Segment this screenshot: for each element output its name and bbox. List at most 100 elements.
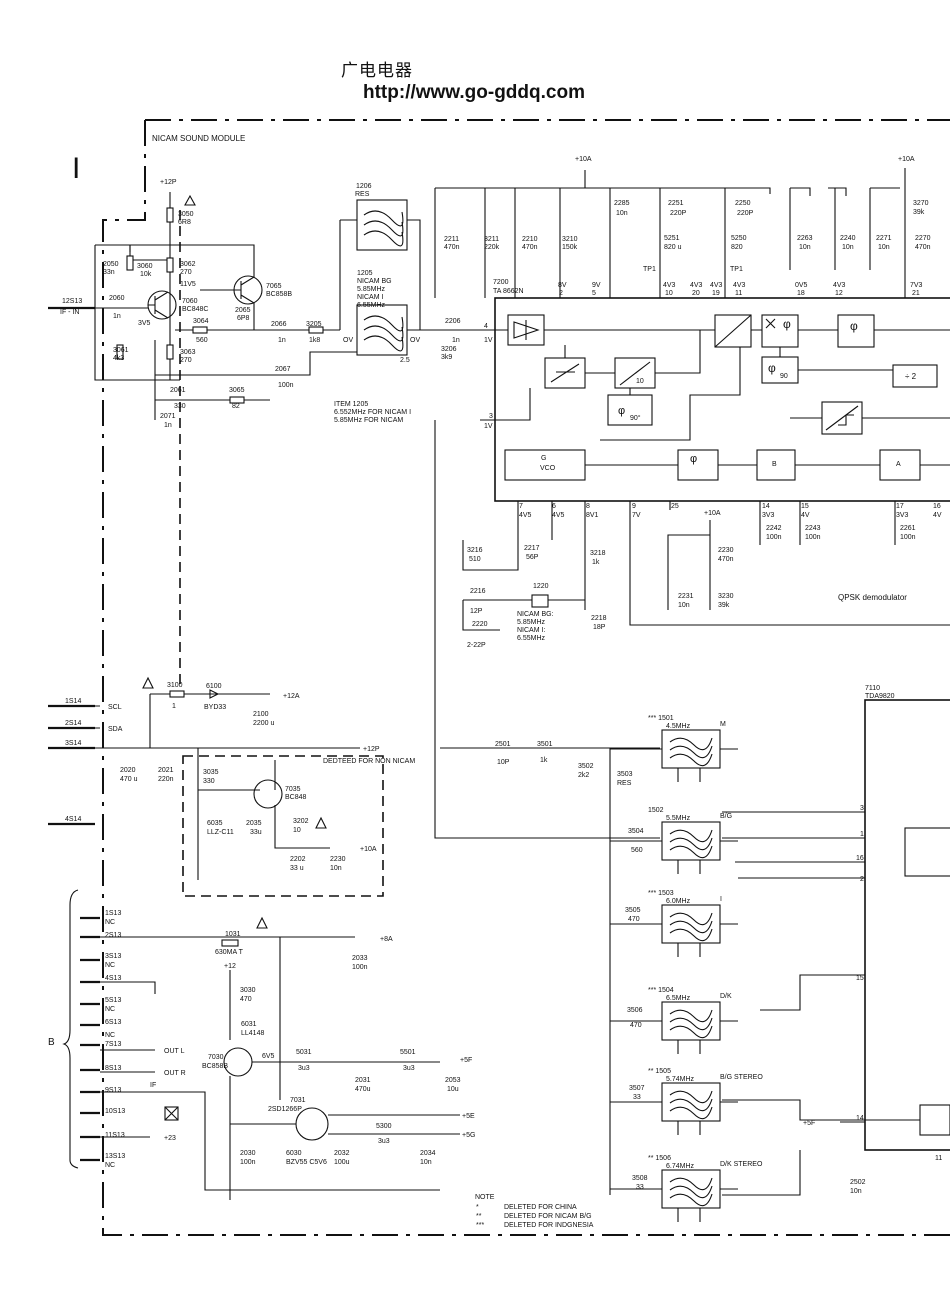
label-12a: +12A bbox=[283, 693, 300, 700]
label-3s14: 3S14 bbox=[65, 740, 81, 747]
ref-3506: 3506 bbox=[627, 1007, 643, 1014]
val-2071: 1n bbox=[164, 422, 172, 429]
label-8a: +8A bbox=[380, 936, 393, 943]
pin-2: 2 bbox=[559, 290, 563, 297]
filter-ref-1504: *** 1504 bbox=[648, 987, 674, 994]
val-3502: 2k2 bbox=[578, 772, 589, 779]
filter-leads bbox=[610, 1101, 738, 1135]
val-3202: 10 bbox=[293, 827, 301, 834]
label-9s13: 9S13 bbox=[105, 1087, 121, 1094]
pin-25: 25 bbox=[671, 503, 679, 510]
ref-2251: 2251 bbox=[668, 200, 684, 207]
pin-8v: 8V bbox=[558, 282, 567, 289]
ref-7065: 7065 bbox=[266, 283, 282, 290]
section-marker: I bbox=[72, 152, 80, 185]
pin-19: 19 bbox=[712, 290, 720, 297]
note-text-1: DELETED FOR CHINA bbox=[504, 1204, 577, 1211]
crystal-line2: 5.85MHz bbox=[517, 619, 546, 626]
pin-4v3-c: 4V3 bbox=[710, 282, 723, 289]
block-a-label: A bbox=[896, 461, 901, 468]
filter-resistors: 3504 560 3505 470 3506 470 3507 33 3508 … bbox=[625, 828, 648, 1191]
filter-std-1502: B/G bbox=[720, 813, 732, 820]
val-2220: 2-22P bbox=[467, 642, 486, 649]
filter-std-1504: D/K bbox=[720, 993, 732, 1000]
pin7110-1: 1 bbox=[860, 831, 864, 838]
ref-3501: 3501 bbox=[537, 741, 553, 748]
filter-wave-icon bbox=[669, 912, 713, 926]
pin7110-14: 14 bbox=[856, 1115, 864, 1122]
block-90-label: 90 bbox=[780, 373, 788, 380]
crystal-line3: NICAM I: bbox=[517, 627, 545, 634]
val-3270: 39k bbox=[913, 209, 925, 216]
ref-3100: 3100 bbox=[167, 682, 183, 689]
filter-wave-icon bbox=[669, 1009, 713, 1023]
filter-ref-1503: *** 1503 bbox=[648, 890, 674, 897]
divider-block bbox=[892, 364, 938, 388]
ref-2271: 2271 bbox=[876, 235, 892, 242]
val-2033: 100n bbox=[352, 964, 368, 971]
ref-2220: 2220 bbox=[472, 621, 488, 628]
label-3s13: 3S13 bbox=[105, 953, 121, 960]
val-7060: BC848C bbox=[182, 306, 208, 313]
v-3v5: 3V5 bbox=[138, 320, 151, 327]
filter-wave-icon bbox=[669, 920, 713, 934]
ref-2067: 2067 bbox=[275, 366, 291, 373]
val-2251: 220P bbox=[670, 210, 687, 217]
ref-2202: 2202 bbox=[290, 856, 306, 863]
ref-3035: 3035 bbox=[203, 769, 219, 776]
crystal-line1: NICAM BG: bbox=[517, 611, 554, 618]
label-10a-right: +10A bbox=[898, 156, 915, 163]
label-if-in: IF - IN bbox=[60, 309, 79, 316]
val-2020: 470 u bbox=[120, 776, 138, 783]
val-7065: BC858B bbox=[266, 291, 292, 298]
ref-2216: 2216 bbox=[470, 588, 486, 595]
val-3060: 10k bbox=[140, 271, 152, 278]
item-note-line3: 5.85MHz FOR NICAM bbox=[334, 417, 403, 424]
filter-wave-icon bbox=[669, 753, 713, 767]
filter-1206: 1206 RES bbox=[339, 183, 421, 330]
val-5501: 3u3 bbox=[403, 1065, 415, 1072]
pin-3: 3 bbox=[489, 413, 493, 420]
val-3501: 1k bbox=[540, 757, 548, 764]
ref-2030: 2030 bbox=[240, 1150, 256, 1157]
label-5s13-nc: NC bbox=[105, 1006, 115, 1013]
filter-wave-icon bbox=[669, 1106, 713, 1120]
pin-4v-a: 4V bbox=[801, 512, 810, 519]
vco-g-label: G bbox=[541, 455, 546, 462]
val-2271: 10n bbox=[878, 244, 890, 251]
ref-2240: 2240 bbox=[840, 235, 856, 242]
val-3230: 39k bbox=[718, 602, 730, 609]
pin-3v3-b: 3V3 bbox=[896, 512, 909, 519]
ref-1220: 1220 bbox=[533, 583, 549, 590]
label-out-l: OUT L bbox=[164, 1048, 185, 1055]
note-mark-1: * bbox=[476, 1204, 479, 1211]
val-3505: 470 bbox=[628, 916, 640, 923]
ref-2230: 2230 bbox=[718, 547, 734, 554]
ref-3230: 3230 bbox=[718, 593, 734, 600]
ref-2210: 2210 bbox=[522, 236, 538, 243]
pin-1v-a: 1V bbox=[484, 337, 493, 344]
filter-wave-icon bbox=[669, 1185, 713, 1199]
label-13s13: 13S13 bbox=[105, 1153, 125, 1160]
val-7031: 2SD1266P bbox=[268, 1106, 302, 1113]
label-12: +12 bbox=[224, 963, 236, 970]
val-2263: 10n bbox=[799, 244, 811, 251]
pin-8: 8 bbox=[586, 503, 590, 510]
ref-2071: 2071 bbox=[160, 413, 176, 420]
pin-16: 16 bbox=[933, 503, 941, 510]
phi-symbol-e: φ bbox=[690, 453, 697, 465]
ref-3503: 3503 bbox=[617, 771, 633, 778]
val-3030: 470 bbox=[240, 996, 252, 1003]
label-10s13: 10S13 bbox=[105, 1108, 125, 1115]
filter-freq-1506: 6.74MHz bbox=[666, 1163, 695, 1170]
transistor-7030 bbox=[223, 1047, 253, 1077]
ref-2261: 2261 bbox=[900, 525, 916, 532]
val-1031: 630MA T bbox=[215, 949, 244, 956]
val-6100: BYD33 bbox=[204, 704, 226, 711]
pin-ov-right: OV bbox=[410, 337, 420, 344]
ref-5251: 5251 bbox=[664, 235, 680, 242]
ref-2033: 2033 bbox=[352, 955, 368, 962]
ref-3065: 3065 bbox=[229, 387, 245, 394]
